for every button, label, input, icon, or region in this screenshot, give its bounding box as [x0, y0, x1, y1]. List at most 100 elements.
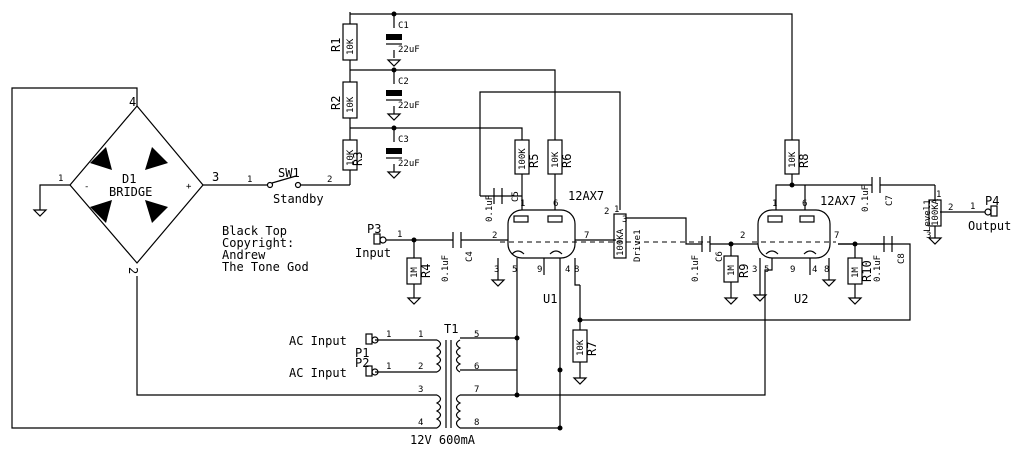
capacitor-C4: C4 0.1uF	[441, 232, 475, 282]
pot-level: 100KA Level1 1 2 3	[923, 190, 953, 241]
svg-text:100KA: 100KA	[616, 228, 626, 256]
bridge-pin3: 3	[212, 170, 219, 184]
svg-text:9: 9	[790, 265, 795, 275]
capacitor-C7: C7 0.1uF	[861, 177, 895, 212]
svg-text:Output: Output	[968, 219, 1011, 233]
switch-pin2: 2	[327, 175, 332, 185]
svg-text:R1: R1	[329, 38, 343, 52]
svg-text:5: 5	[474, 330, 479, 340]
capacitor-C6: C6 0.1uF	[691, 236, 725, 282]
svg-text:P3: P3	[367, 222, 381, 236]
pot-drive: 100KA Drive1 1 2 3	[604, 205, 643, 262]
svg-text:1: 1	[418, 330, 423, 340]
bridge-minus: -	[84, 182, 89, 192]
svg-text:7: 7	[474, 385, 479, 395]
svg-text:100K: 100K	[518, 148, 528, 170]
resistor-R4: 1M R4	[406, 257, 433, 285]
svg-text:1: 1	[936, 190, 941, 200]
switch-value: Standby	[273, 192, 324, 206]
svg-text:R4: R4	[419, 264, 433, 278]
svg-text:0.1uF: 0.1uF	[873, 255, 883, 282]
svg-text:1M: 1M	[410, 267, 420, 278]
svg-text:1: 1	[386, 330, 391, 340]
bridge-pin1: 1	[58, 174, 63, 184]
svg-text:Copyright:: Copyright:	[222, 236, 294, 250]
svg-text:10K: 10K	[346, 149, 356, 166]
svg-text:R10: R10	[860, 260, 874, 282]
bridge-pin4: 4	[129, 95, 136, 109]
bridge-plus: +	[186, 182, 192, 192]
svg-text:Drive1: Drive1	[633, 229, 643, 262]
capacitor-C8: C8 0.1uF	[873, 236, 907, 282]
svg-text:4: 4	[418, 418, 423, 428]
transformer-T1: T1 12V 600mA 1 2 3 4 5 6 7 8	[410, 322, 479, 447]
tube-U1: 12AX7 U1 1 2 3 8 5 6 7 9 4	[492, 189, 710, 306]
svg-text:12V 600mA: 12V 600mA	[410, 433, 476, 447]
svg-text:22uF: 22uF	[398, 159, 420, 169]
svg-text:Input: Input	[355, 246, 391, 260]
svg-text:AC Input: AC Input	[289, 334, 347, 348]
switch-ref: SW1	[278, 166, 300, 180]
svg-text:Black Top: Black Top	[222, 224, 287, 238]
resistor-R9: 1M R9	[723, 255, 751, 283]
svg-text:7: 7	[584, 231, 589, 241]
svg-text:2: 2	[492, 231, 497, 241]
resistor-R6: 10K R6	[547, 139, 574, 175]
svg-text:100KA: 100KA	[931, 198, 941, 226]
switch-pin1: 1	[247, 175, 252, 185]
svg-text:1: 1	[970, 202, 975, 212]
svg-text:4: 4	[812, 265, 817, 275]
svg-text:5: 5	[512, 265, 517, 275]
capacitor-C3: C3 22uF	[386, 135, 420, 169]
svg-text:22uF: 22uF	[398, 45, 420, 55]
svg-text:C7: C7	[885, 195, 895, 206]
svg-text:10K: 10K	[576, 339, 586, 356]
svg-text:6: 6	[553, 199, 558, 209]
svg-text:R8: R8	[797, 154, 811, 168]
svg-text:22uF: 22uF	[398, 101, 420, 111]
svg-text:C6: C6	[715, 251, 725, 262]
svg-text:8: 8	[824, 265, 829, 275]
svg-text:1: 1	[386, 362, 391, 372]
resistor-R2: 10K R2	[329, 81, 358, 119]
connector-P2: AC Input P2 1	[289, 356, 391, 380]
svg-text:12AX7: 12AX7	[820, 194, 856, 208]
svg-text:0.1uF: 0.1uF	[861, 185, 871, 212]
svg-text:T1: T1	[444, 322, 458, 336]
svg-text:R9: R9	[737, 264, 751, 278]
junction-dots	[391, 11, 858, 431]
svg-text:9: 9	[537, 265, 542, 275]
bridge-value: BRIDGE	[109, 185, 152, 199]
svg-text:2: 2	[604, 207, 609, 217]
bridge-ref: D1	[122, 172, 136, 186]
svg-text:3: 3	[494, 265, 499, 275]
svg-text:C1: C1	[398, 21, 409, 31]
svg-text:0.1uF: 0.1uF	[441, 255, 451, 282]
svg-text:1: 1	[520, 199, 525, 209]
svg-text:P4: P4	[985, 194, 999, 208]
svg-text:Andrew: Andrew	[222, 248, 266, 262]
svg-text:5: 5	[764, 265, 769, 275]
svg-text:3: 3	[926, 231, 931, 241]
bridge-pin2: 2	[126, 267, 140, 274]
svg-text:2: 2	[740, 231, 745, 241]
standby-switch: SW1 Standby 1 2	[247, 166, 332, 206]
svg-text:10K: 10K	[346, 96, 356, 113]
svg-text:1M: 1M	[851, 267, 861, 278]
svg-text:U1: U1	[543, 292, 557, 306]
svg-text:8: 8	[574, 265, 579, 275]
svg-text:C4: C4	[465, 251, 475, 262]
svg-text:3: 3	[752, 265, 757, 275]
resistor-R5: 100K R5	[514, 139, 541, 175]
svg-text:2: 2	[418, 362, 423, 372]
svg-text:C2: C2	[398, 77, 409, 87]
svg-text:1: 1	[397, 230, 402, 240]
svg-text:R5: R5	[527, 154, 541, 168]
diode-icon	[90, 147, 168, 223]
ground-icon	[32, 59, 943, 385]
resistor-R10: 1M R10	[847, 257, 874, 285]
svg-text:AC Input: AC Input	[289, 366, 347, 380]
svg-text:1: 1	[772, 199, 777, 209]
svg-text:R3: R3	[351, 152, 365, 166]
connector-P1: AC Input P1 1	[289, 330, 391, 360]
